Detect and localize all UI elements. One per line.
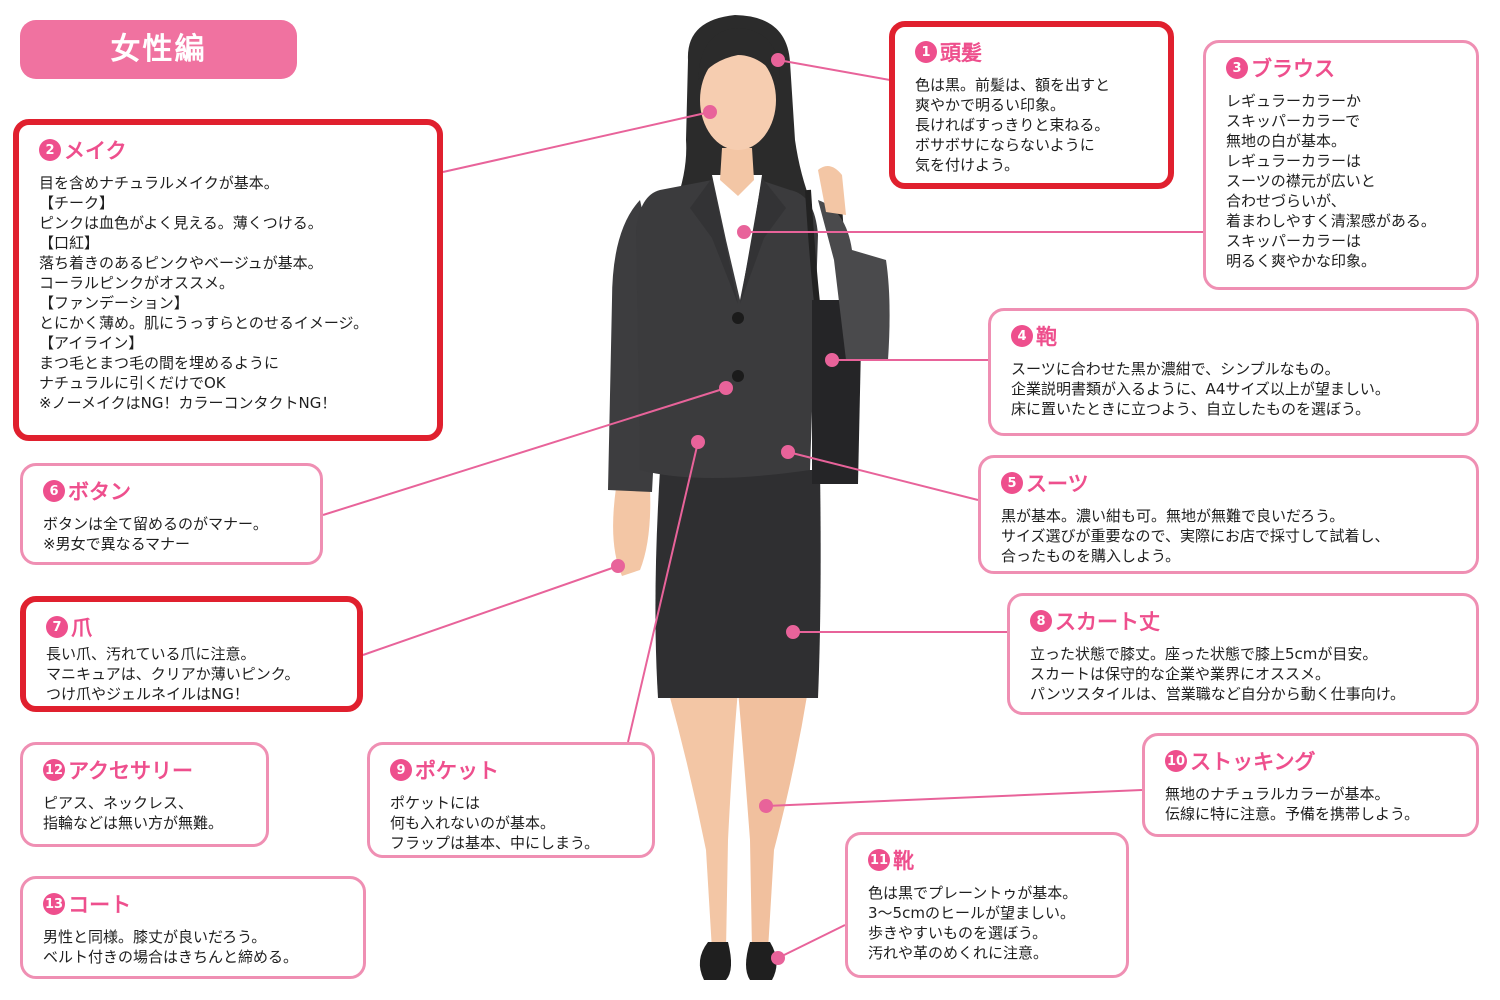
number-badge: 6 bbox=[43, 480, 65, 502]
card-bag-text: スーツに合わせた黒か濃紺で、シンプルなもの。 企業説明書類が入るように、A4サイ… bbox=[1011, 360, 1390, 418]
left-hand bbox=[613, 488, 651, 576]
card-coat-title: コート bbox=[68, 893, 132, 917]
skirt bbox=[655, 470, 821, 698]
number-badge: 2 bbox=[39, 139, 61, 161]
card-suit-title: スーツ bbox=[1026, 472, 1089, 496]
number-badge: 3 bbox=[1226, 57, 1248, 79]
card-blouse-title: ブラウス bbox=[1251, 57, 1335, 81]
jacket bbox=[636, 180, 818, 478]
right-shoe bbox=[746, 942, 777, 980]
card-nails-text: 長い爪、汚れている爪に注意。 マニキュアは、クリアか薄いピンク。 つけ爪やジェル… bbox=[46, 645, 300, 703]
card-skirt-title: スカート丈 bbox=[1055, 610, 1160, 634]
number-badge: 7 bbox=[46, 616, 68, 638]
card-makeup-text: 目を含めナチュラルメイクが基本。 【チーク】 ピンクは血色がよく見える。薄くつけ… bbox=[39, 174, 369, 412]
number-badge: 10 bbox=[1165, 750, 1188, 772]
legs-right bbox=[738, 690, 808, 950]
number-badge: 5 bbox=[1001, 472, 1023, 494]
card-coat-text: 男性と同様。膝丈が良いだろう。 ベルト付きの場合はきちんと締める。 bbox=[43, 928, 299, 966]
page-title: 女性編 bbox=[20, 20, 297, 79]
jacket-button-2 bbox=[732, 370, 744, 382]
card-makeup-title: メイク bbox=[64, 139, 127, 163]
fringe bbox=[698, 28, 780, 80]
face bbox=[700, 50, 776, 150]
card-blouse-text: レギュラーカラーか スキッパーカラーで 無地の白が基本。 レギュラーカラーは ス… bbox=[1226, 92, 1436, 270]
card-button-text: ボタンは全て留めるのがマナー。 ※男女で異なるマナー bbox=[43, 515, 268, 553]
card-button-title: ボタン bbox=[68, 480, 131, 504]
number-badge: 4 bbox=[1011, 325, 1033, 347]
number-badge: 1 bbox=[915, 41, 937, 63]
leader-lines bbox=[322, 53, 1203, 965]
number-badge: 11 bbox=[868, 849, 891, 871]
card-stocking-text: 無地のナチュラルカラーが基本。 伝線に特に注意。予備を携帯しよう。 bbox=[1165, 785, 1420, 823]
card-shoes-title: 靴 bbox=[893, 849, 915, 873]
card-shoes-text: 色は黒でプレーントゥが基本。 3〜5cmのヒールが望ましい。 歩きやすいものを選… bbox=[868, 884, 1078, 962]
card-stocking-title: ストッキング bbox=[1190, 750, 1316, 774]
card-accessory-text: ピアス、ネックレス、 指輪などは無い方が無難。 bbox=[43, 794, 224, 832]
card-pocket-text: ポケットには 何も入れないのが基本。 フラップは基本、中にしまう。 bbox=[390, 794, 600, 852]
card-skirt-text: 立った状態で膝丈。座った状態で膝上5cmが目安。 スカートは保守的な企業や業界に… bbox=[1030, 645, 1406, 703]
number-badge: 13 bbox=[43, 893, 66, 915]
legs bbox=[668, 690, 738, 950]
card-suit-text: 黒が基本。濃い紺も可。無地が無難で良いだろう。 サイズ選びが重要なので、実際にお… bbox=[1001, 507, 1390, 565]
card-pocket-title: ポケット bbox=[415, 759, 499, 783]
card-accessory-title: アクセサリー bbox=[68, 759, 194, 783]
card-bag-title: 鞄 bbox=[1036, 325, 1057, 349]
number-badge: 8 bbox=[1030, 610, 1052, 632]
card-nails-title: 爪 bbox=[71, 616, 92, 640]
right-sleeve bbox=[818, 200, 890, 360]
lapels bbox=[690, 178, 786, 304]
jacket-button-1 bbox=[732, 312, 744, 324]
left-shoe bbox=[699, 942, 732, 980]
number-badge: 12 bbox=[43, 759, 66, 781]
right-hand bbox=[818, 166, 846, 215]
blouse bbox=[712, 175, 762, 300]
card-hair-title: 頭髪 bbox=[940, 41, 982, 65]
number-badge: 9 bbox=[390, 759, 412, 781]
neck bbox=[720, 148, 754, 196]
card-hair-text: 色は黒。前髪は、額を出すと 爽やかで明るい印象。 長ければすっきりと束ねる。 ボ… bbox=[915, 76, 1111, 174]
